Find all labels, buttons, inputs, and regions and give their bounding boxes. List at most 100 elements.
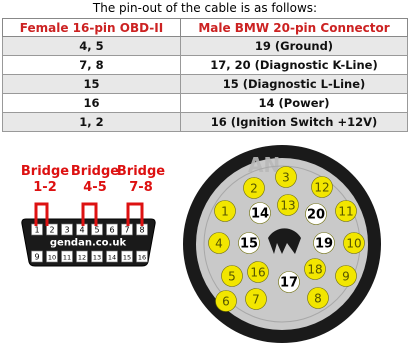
bmw-pin-cell: 19 (Ground) — [180, 36, 408, 56]
bmw-pin — [245, 288, 267, 310]
bridge-word: Bridge — [20, 164, 70, 179]
bmw-pin-label: 15 — [240, 237, 258, 252]
obd-pin-cell: 15 — [2, 74, 181, 94]
bmw-pin — [304, 258, 326, 280]
obd-pin-label: 9 — [34, 253, 39, 262]
obd-pin-label: 8 — [139, 226, 144, 235]
bmw-pin — [215, 290, 237, 312]
header-obd: Female 16-pin OBD-II — [2, 18, 181, 37]
bmw-pin-label: 7 — [252, 293, 260, 307]
bmw-key-slot — [268, 228, 301, 254]
obd-pin — [91, 250, 103, 263]
bmw-pin-label: 19 — [315, 237, 333, 252]
obd-pin-label: 3 — [64, 226, 69, 235]
bmw-pin-label: 11 — [338, 205, 353, 219]
obd-pin — [76, 250, 88, 263]
bmw-pin — [313, 232, 335, 254]
table-row: 16 14 (Power) — [2, 93, 408, 113]
bmw-pin-label: 1 — [221, 205, 229, 219]
obd-pin — [106, 223, 118, 236]
bmw-pin-label: 4 — [215, 237, 223, 251]
obd-brand-plate — [46, 236, 130, 248]
table-row: 4, 5 19 (Ground) — [2, 36, 408, 56]
bmw-pin-label: 9 — [342, 270, 350, 284]
obd-pin-label: 5 — [94, 226, 99, 235]
bmw-pin-label: 8 — [314, 292, 322, 306]
bmw-pin-cell: 16 (Ignition Switch +12V) — [180, 112, 408, 132]
bmw-pin — [243, 177, 265, 199]
obd-pin — [61, 223, 73, 236]
obd-brand: gendan.co.uk — [50, 238, 127, 249]
bridge-label-1-2: Bridge 1-2 — [19, 164, 71, 196]
bmw-pin-label: 3 — [282, 171, 290, 185]
bmw-pin — [343, 232, 365, 254]
bmw-pin — [249, 202, 271, 224]
bmw-pin — [307, 287, 329, 309]
table-header-row: Female 16-pin OBD-II Male BMW 20-pin Con… — [2, 18, 408, 37]
obd-pin — [121, 250, 133, 263]
obd-pin — [106, 250, 118, 263]
obd-pin-label: 14 — [108, 254, 116, 262]
obd-pin — [61, 250, 73, 263]
obd-pin-label: 2 — [49, 226, 54, 235]
obd-pin — [136, 250, 148, 263]
bmw-pin-label: 10 — [346, 237, 361, 251]
bmw-pin-label: 18 — [307, 263, 322, 277]
bridge-pins: 4-5 — [83, 180, 107, 195]
obd-pin — [46, 250, 58, 263]
obd-pin-label: 11 — [63, 254, 71, 262]
bmw-pin — [335, 200, 357, 222]
obd-pin-label: 7 — [124, 226, 129, 235]
bmw-pin-label: 20 — [307, 208, 325, 223]
bmw-pin-label: 5 — [228, 270, 236, 284]
bridge-pins: 1-2 — [33, 180, 57, 195]
bmw-pin-label: 2 — [250, 182, 258, 196]
bmw-pin — [208, 232, 230, 254]
obd-pin-label: 10 — [48, 254, 56, 262]
obd-pin-cell: 4, 5 — [2, 36, 181, 56]
obd-pin-label: 4 — [79, 226, 84, 235]
bmw-pin-label: 14 — [251, 207, 269, 222]
bmw-pin-label: 6 — [222, 295, 230, 309]
bridge-word: Bridge — [70, 164, 120, 179]
obd-pin-label: 16 — [138, 254, 146, 262]
table-row: 15 15 (Diagnostic L-Line) — [2, 74, 408, 94]
bridge-label-4-5: Bridge 4-5 — [69, 164, 121, 196]
bmw-pin-label: 17 — [280, 276, 298, 291]
intro-text: The pin-out of the cable is as follows: — [92, 1, 318, 15]
obd-pin-label: 13 — [93, 254, 101, 262]
table-row: 1, 2 16 (Ignition Switch +12V) — [2, 112, 408, 132]
table-row: 7, 8 17, 20 (Diagnostic K-Line) — [2, 55, 408, 75]
pinout-table: Female 16-pin OBD-II Male BMW 20-pin Con… — [2, 18, 408, 132]
bmw-pin — [238, 232, 260, 254]
bridge-label-7-8: Bridge 7-8 — [115, 164, 167, 196]
obd-pin-label: 6 — [109, 226, 114, 235]
bridge-pins: 7-8 — [129, 180, 153, 195]
bmw-pin-label: 12 — [314, 181, 329, 195]
obd-pin-cell: 16 — [2, 93, 181, 113]
bridge-word: Bridge — [116, 164, 166, 179]
bridge-wire-7-8 — [126, 202, 144, 226]
bmw-pin — [247, 261, 269, 283]
header-bmw: Male BMW 20-pin Connector — [180, 18, 408, 37]
bmw-pin — [221, 265, 243, 287]
bmw-pin — [311, 176, 333, 198]
obd-pin-label: 1 — [34, 226, 39, 235]
bmw-pin — [305, 203, 327, 225]
bmw-pin — [275, 166, 297, 188]
bmw-pin-label: 13 — [280, 199, 295, 213]
bridge-wire-1-2 — [34, 202, 49, 226]
bmw-pin-label: 16 — [250, 266, 265, 280]
bmw-pin — [277, 194, 299, 216]
bmw-watermark: AN — [248, 153, 280, 177]
bmw-pin-cell: 17, 20 (Diagnostic K-Line) — [180, 55, 408, 75]
obd-pin — [31, 250, 43, 263]
bmw-pin-cell: 15 (Diagnostic L-Line) — [180, 74, 408, 94]
bridge-wire-4-5 — [81, 202, 98, 226]
obd-pin-cell: 7, 8 — [2, 55, 181, 75]
obd-pin-label: 12 — [78, 254, 86, 262]
obd-pin — [46, 223, 58, 236]
obd-pin-label: 15 — [123, 254, 131, 262]
bmw-pin — [335, 265, 357, 287]
